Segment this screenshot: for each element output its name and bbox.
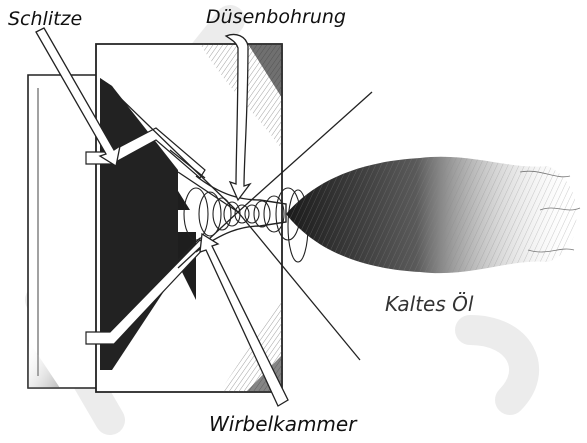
- label-cold-oil: Kaltes Öl: [385, 294, 473, 314]
- label-slots: Schlitze: [8, 10, 82, 29]
- label-nozzle-bore: Düsenbohrung: [206, 8, 346, 27]
- label-swirl-chamber: Wirbelkammer: [209, 414, 356, 434]
- oil-spray-texture: [286, 157, 576, 273]
